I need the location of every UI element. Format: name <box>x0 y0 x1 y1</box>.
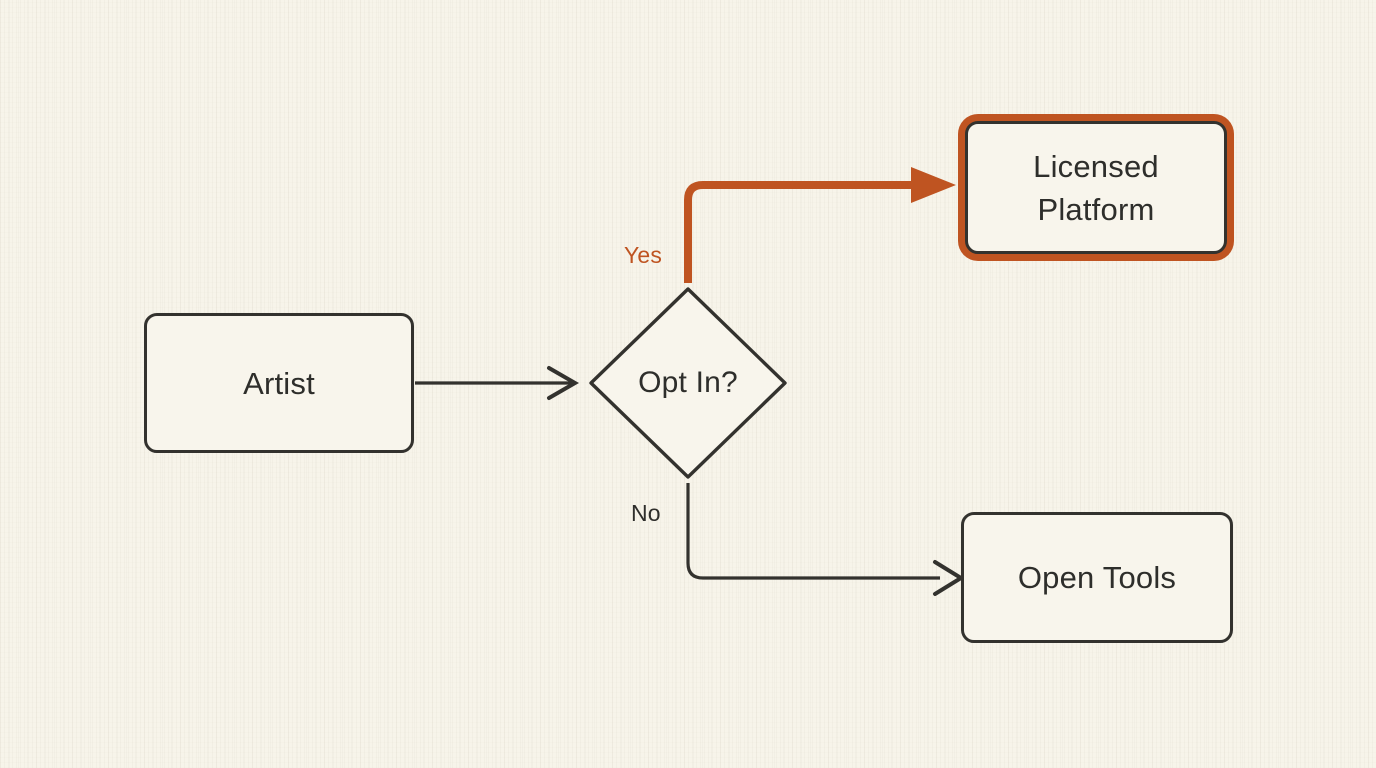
node-open-tools[interactable]: Open Tools <box>961 512 1233 643</box>
edge-label-yes: Yes <box>624 242 663 268</box>
edge-label-no: No <box>631 500 661 526</box>
node-decision-opt-in[interactable]: Opt In? <box>585 283 791 483</box>
diamond-shape <box>589 287 787 479</box>
edge-decision-to-open-tools <box>686 483 965 596</box>
node-artist[interactable]: Artist <box>144 313 414 453</box>
node-decision-label: Opt In? <box>638 366 738 399</box>
edge-artist-to-decision <box>415 366 580 400</box>
node-open-tools-label: Open Tools <box>1017 560 1177 595</box>
edge-decision-to-licensed-platform <box>684 167 956 283</box>
node-artist-label: Artist <box>243 365 315 401</box>
node-licensed-platform[interactable]: Licensed Platform <box>965 121 1227 254</box>
node-licensed-platform-label: Licensed Platform <box>1033 148 1159 227</box>
